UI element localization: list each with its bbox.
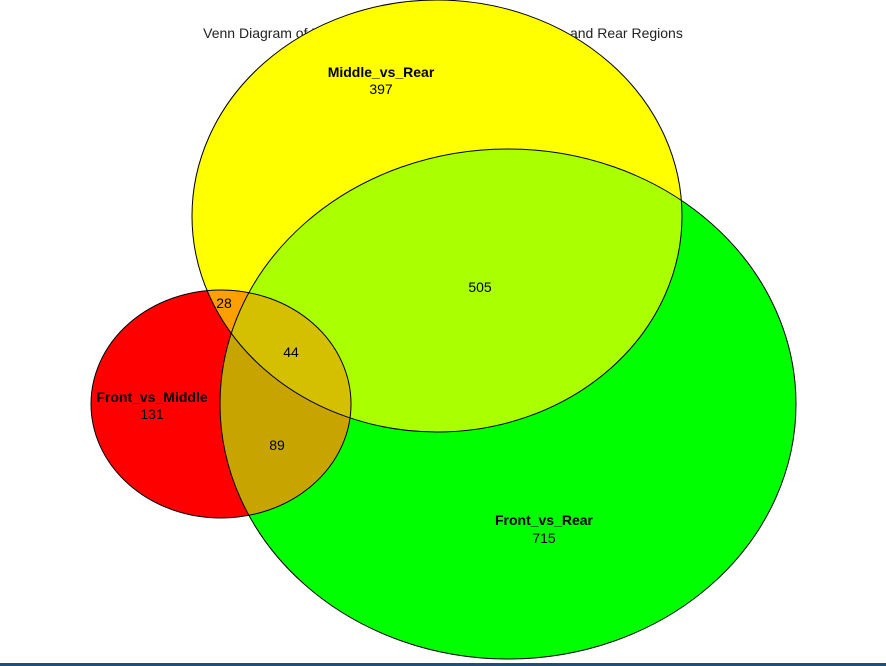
count-all-three: 44	[283, 344, 299, 360]
count-front-vs-rear-only: 715	[532, 530, 556, 546]
count-front-vs-middle-only: 131	[140, 406, 164, 422]
overlap-middle-rear-front-rear	[220, 149, 682, 432]
front-vs-middle-outline	[90, 289, 352, 519]
front-vs-rear-label: Front_vs_Rear	[495, 512, 594, 528]
middle-vs-rear-label: Middle_vs_Rear	[328, 64, 435, 80]
count-middle-vs-rear-and-front-vs-rear: 505	[468, 279, 492, 295]
middle-vs-rear-outline	[191, 0, 683, 433]
bottom-border	[0, 663, 886, 666]
front-vs-rear-outline	[219, 148, 797, 660]
count-middle-vs-rear-only: 397	[369, 81, 393, 97]
count-front-vs-middle-and-front-vs-rear: 89	[269, 437, 285, 453]
count-front-vs-middle-and-middle-vs-rear: 28	[216, 295, 232, 311]
front-vs-middle-label: Front_vs_Middle	[96, 389, 207, 405]
